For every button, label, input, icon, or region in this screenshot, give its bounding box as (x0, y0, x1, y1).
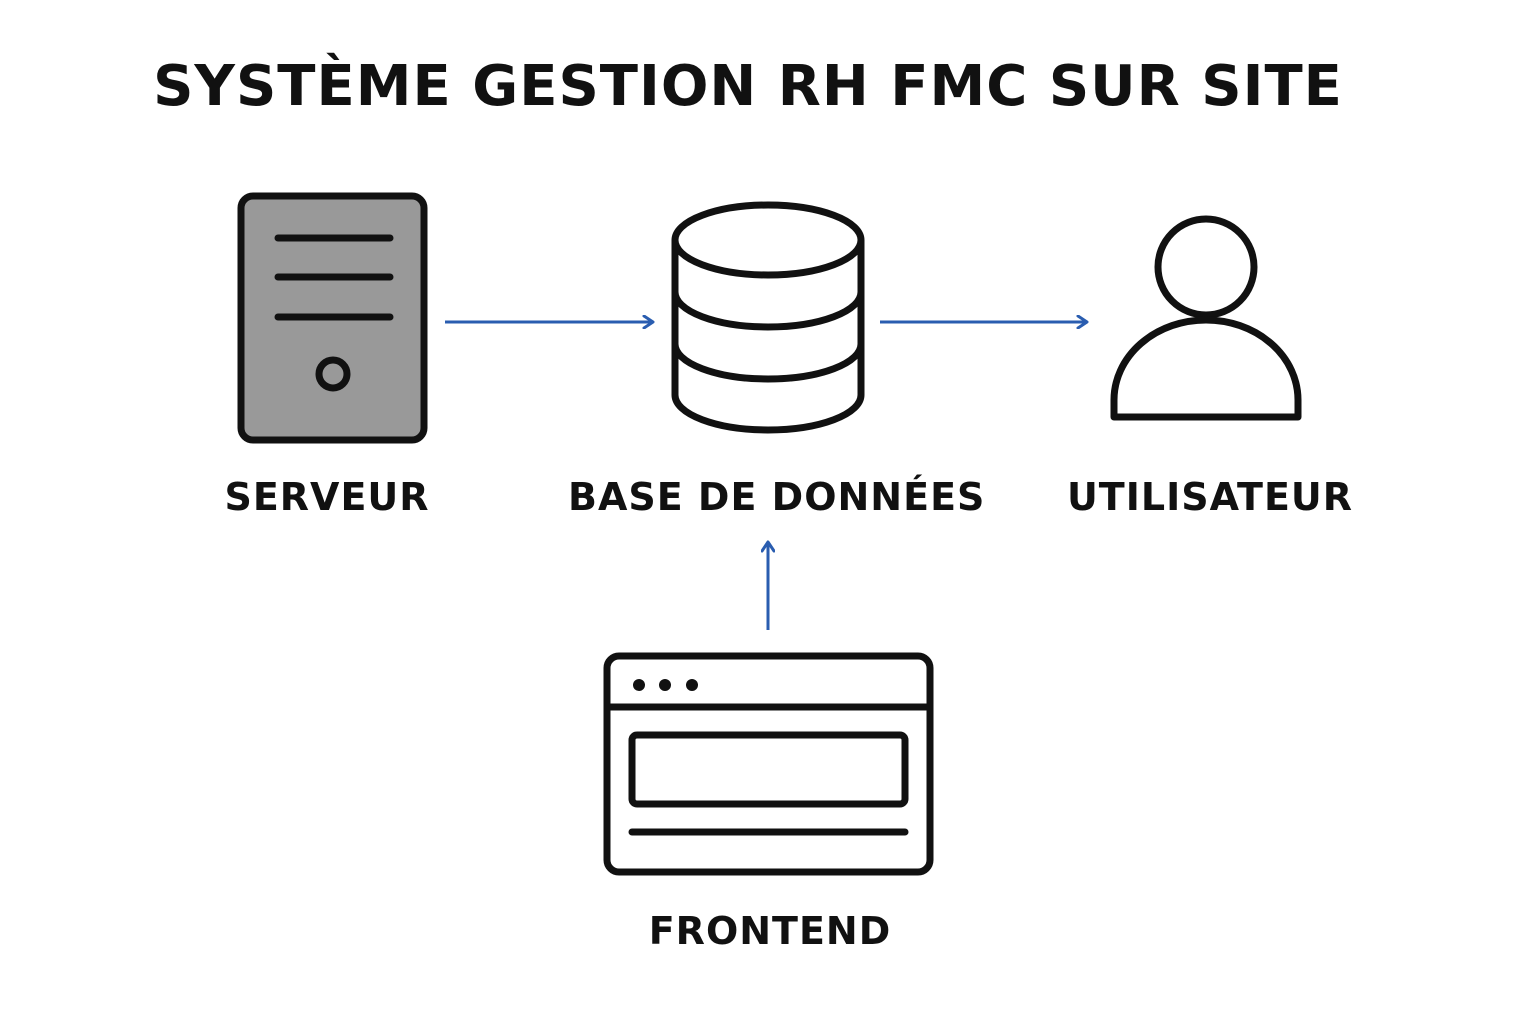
window-dot-icon (633, 679, 645, 691)
server-icon (237, 192, 428, 444)
user-icon (1110, 215, 1302, 421)
database-icon (671, 201, 865, 434)
diagram-title: SYSTÈME GESTION RH FMC SUR SITE (153, 54, 1343, 119)
server-label: SERVEUR (224, 475, 430, 519)
window-dot-icon (686, 679, 698, 691)
user-label: UTILISATEUR (1066, 475, 1354, 519)
window-dot-icon (659, 679, 671, 691)
frontend-label: FRONTEND (648, 909, 892, 953)
database-label: BASE DE DONNÉES (568, 475, 986, 519)
browser-window-icon (603, 652, 934, 876)
